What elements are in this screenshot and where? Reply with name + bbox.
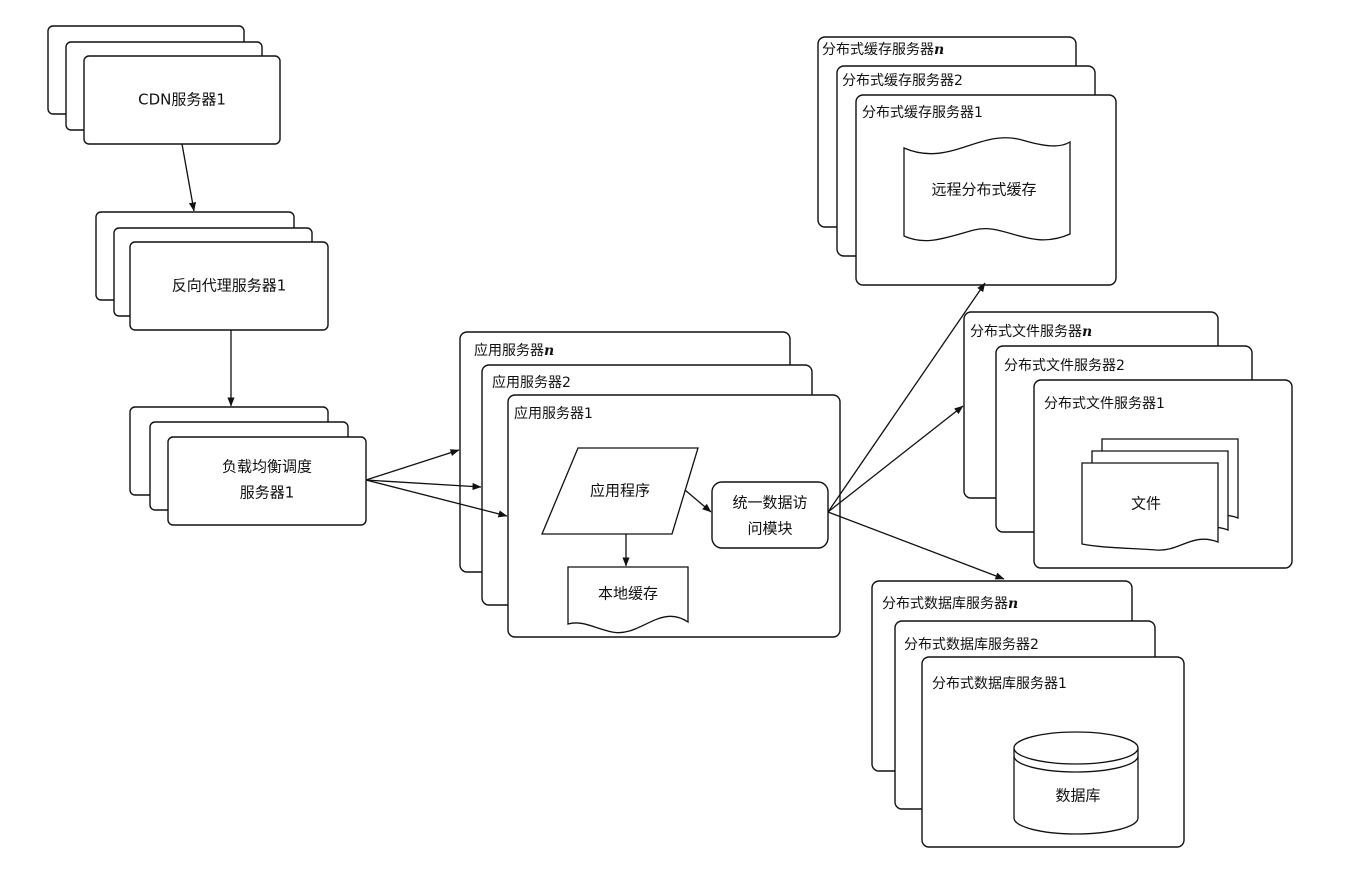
- cache-server-stack: 分布式缓存服务器n 分布式缓存服务器2 分布式缓存服务器1 远程分布式缓存: [817, 36, 1117, 286]
- edge-cdn-to-proxy: [181, 143, 197, 212]
- reverse-proxy-stack: 反向代理服务器1: [95, 211, 329, 331]
- cache-server-front-label: 分布式缓存服务器1: [862, 105, 983, 121]
- db-cylinder-ring: [1013, 755, 1139, 773]
- edge-dal-to-cache: [827, 282, 986, 513]
- cdn-server-label: CDN服务器1: [138, 91, 226, 109]
- file-server-back-label: 分布式文件服务器n: [970, 324, 1092, 340]
- database-cylinder-icon: [1013, 731, 1139, 835]
- remote-cache-label: 远程分布式缓存: [931, 181, 1036, 199]
- cache-server-mid-label: 分布式缓存服务器2: [842, 73, 963, 89]
- data-access-module-box: [711, 481, 829, 549]
- local-cache-label: 本地缓存: [598, 585, 658, 603]
- proxy-server-front: [129, 241, 329, 331]
- file-doc-front: [1081, 462, 1219, 551]
- file-server-stack: 分布式文件服务器n 分布式文件服务器2 分布式文件服务器1 文件: [963, 311, 1293, 569]
- app-server-front-label: 应用服务器1: [514, 405, 593, 422]
- edge-dal-to-db: [827, 511, 1005, 580]
- lb-label-line2: 服务器1: [240, 484, 295, 502]
- cdn-server-stack: CDN服务器1: [47, 25, 281, 145]
- application-program-label: 应用程序: [590, 482, 650, 500]
- edge-lb-to-app-n: [365, 449, 460, 481]
- edge-lb-to-app-1: [365, 479, 508, 518]
- database-label: 数据库: [1055, 787, 1100, 805]
- data-access-label-line2: 问模块: [747, 520, 792, 538]
- file-document-icon: [1081, 438, 1239, 551]
- file-label: 文件: [1131, 495, 1161, 513]
- file-server-mid-label: 分布式文件服务器2: [1004, 358, 1125, 374]
- db-server-front-label: 分布式数据库服务器1: [932, 676, 1067, 692]
- edge-dal-to-file: [827, 405, 964, 513]
- edges: [181, 143, 1005, 580]
- application-program-shape: [541, 447, 699, 535]
- remote-cache-shape: [903, 137, 1071, 242]
- db-server-back-label: 分布式数据库服务器n: [882, 596, 1018, 612]
- proxy-server-label: 反向代理服务器1: [172, 277, 287, 295]
- db-server-mid-label: 分布式数据库服务器2: [904, 637, 1039, 653]
- local-cache-shape: [567, 566, 689, 634]
- file-server-front-label: 分布式文件服务器1: [1044, 396, 1165, 412]
- cache-server-back-label: 分布式缓存服务器n: [822, 42, 944, 58]
- app-server-stack: 应用服务器n 应用服务器2 应用服务器1 应用程序 本地缓存 统一数据访 问模块: [459, 331, 841, 638]
- db-cylinder-top: [1013, 731, 1139, 765]
- edge-program-to-data-access: [684, 489, 712, 513]
- app-server-mid-label: 应用服务器2: [492, 374, 571, 391]
- db-server-stack: 分布式数据库服务器n 分布式数据库服务器2 分布式数据库服务器1 数据库: [871, 580, 1185, 848]
- app-server-back-label: 应用服务器n: [474, 342, 554, 359]
- lb-server-front: [167, 436, 367, 526]
- load-balancer-stack: 负载均衡调度 服务器1: [129, 406, 367, 526]
- edge-lb-to-app-2: [365, 479, 482, 491]
- data-access-label-line1: 统一数据访: [732, 494, 807, 512]
- lb-label-line1: 负载均衡调度: [222, 458, 312, 476]
